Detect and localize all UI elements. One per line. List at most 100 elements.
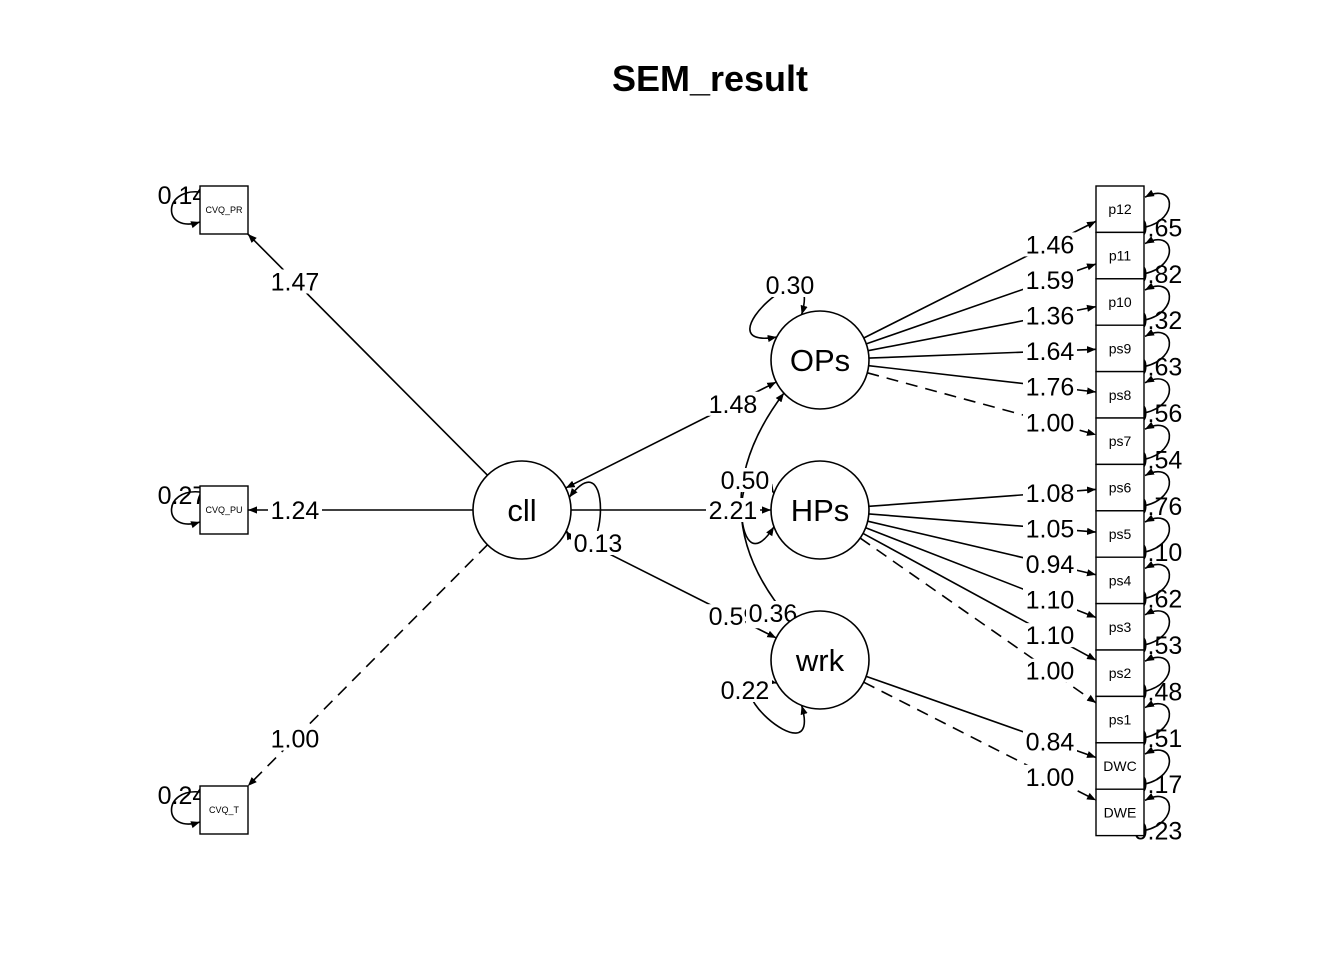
manifest-node-CVQ_PU[interactable]: [199, 485, 249, 535]
variance-OPs-label-bg: [763, 273, 817, 297]
manifest-label-ps5: ps5: [1109, 526, 1132, 542]
residual-loop-CVQ_T: [170, 791, 201, 829]
variance-wrk-label-bg: [718, 678, 772, 702]
residual-CVQ_T-label: 0.24: [158, 782, 207, 810]
edge-HPs-ps3-label-bg: [1023, 587, 1077, 612]
manifest-label-ps4: ps4: [1109, 572, 1132, 588]
manifest-label-CVQ_T: CVQ_T: [209, 805, 240, 815]
manifest-node-DWE[interactable]: [1095, 788, 1145, 837]
residual-loop-ps4: [1144, 560, 1171, 600]
manifest-node-ps8[interactable]: [1095, 370, 1145, 419]
residual-loop-ps6: [1144, 468, 1171, 507]
edge-OPs-ps8-label-bg: [1023, 374, 1077, 399]
edge-OPs-ps7-label-bg: [1023, 410, 1077, 435]
edge-OPs-ps8-label: 1.76: [1026, 374, 1075, 402]
edge-HPs-ps2-label: 1.10: [1026, 622, 1075, 650]
residual-loop-ps1: [1144, 700, 1171, 739]
edge-cll-CVQ_PU-label-bg: [268, 498, 322, 522]
edge-cll-CVQ_PU-label: 1.24: [271, 497, 320, 525]
path-wrk-DWE: [863, 681, 1097, 801]
edge-OPs-cll-label: 1.48: [709, 391, 758, 419]
edge-HPs-ps5-label-bg: [1023, 516, 1077, 541]
latent-node-OPs[interactable]: [770, 310, 870, 410]
residual-loop-ps8: [1144, 375, 1171, 414]
edge-cll-CVQ_PR-label: 1.47: [271, 268, 320, 296]
edge-OPs-p11-label-bg: [1023, 267, 1077, 292]
variance-HPs-label-bg: [718, 468, 772, 492]
residual-loop-CVQ_PU: [170, 491, 201, 529]
edge-HPs-ps3-label: 1.10: [1026, 587, 1075, 615]
path-HPs-ps1: [859, 537, 1097, 704]
residual-loop-ps3: [1144, 607, 1171, 646]
manifest-node-CVQ_T[interactable]: [199, 785, 249, 835]
edge-cll-CVQ_PR-label-bg: [268, 269, 322, 294]
latent-label-wrk: wrk: [795, 643, 845, 678]
edge-OPs-ps9-label: 1.64: [1026, 338, 1075, 366]
manifest-label-DWC: DWC: [1103, 758, 1136, 774]
manifest-label-p10: p10: [1108, 294, 1132, 310]
variance-wrk-label: 0.22: [721, 677, 770, 705]
manifest-label-ps3: ps3: [1109, 619, 1132, 635]
variance-OPs-label: 0.30: [766, 272, 815, 300]
edge-HPs-ps5-label: 1.05: [1026, 515, 1075, 543]
manifest-node-ps2[interactable]: [1095, 649, 1145, 698]
manifest-label-ps2: ps2: [1109, 665, 1132, 681]
edge-HPs-ps6-label: 1.08: [1026, 480, 1075, 508]
manifest-node-ps1[interactable]: [1095, 695, 1145, 744]
edge-cll-CVQ_T-label: 1.00: [271, 726, 320, 754]
manifest-label-ps9: ps9: [1109, 340, 1132, 356]
edge-HPs-ps4-label: 0.94: [1026, 551, 1075, 579]
edge-HPs-ps4-label-bg: [1023, 551, 1077, 576]
edge-cll-HPs-label: 2.21: [709, 497, 758, 525]
manifest-label-ps8: ps8: [1109, 387, 1132, 403]
manifest-node-ps3[interactable]: [1095, 602, 1145, 651]
edge-cll-CVQ_T-label-bg: [268, 726, 322, 751]
manifest-label-p12: p12: [1108, 201, 1132, 217]
residual-loop-p10: [1144, 282, 1171, 321]
residual-loop-ps5: [1144, 514, 1171, 553]
residual-loop-DWE: [1144, 792, 1171, 832]
residual-loop-ps2: [1144, 653, 1171, 692]
edge-OPs-ps7-label: 1.00: [1026, 409, 1075, 437]
variance-cll-label: 0.13: [574, 530, 623, 558]
edge-wrk-DWC-label-bg: [1023, 729, 1077, 754]
variance-HPs-label: 0.50: [721, 467, 770, 495]
manifest-node-p11[interactable]: [1095, 231, 1145, 280]
edge-OPs-ps9-label-bg: [1023, 339, 1077, 364]
edge-cll-HPs-label-bg: [706, 498, 760, 522]
edge-HPs-ps6-label-bg: [1023, 480, 1077, 505]
latent-node-cll[interactable]: [472, 460, 572, 560]
latent-label-OPs: OPs: [790, 343, 850, 378]
manifest-label-ps6: ps6: [1109, 480, 1132, 496]
manifest-label-p11: p11: [1109, 248, 1132, 264]
manifest-label-ps7: ps7: [1109, 433, 1132, 449]
residual-loop-ps7: [1144, 421, 1171, 460]
manifest-node-ps9[interactable]: [1095, 324, 1145, 373]
residual-loop-DWC: [1144, 746, 1171, 785]
manifest-label-DWE: DWE: [1104, 804, 1137, 820]
edge-HPs-ps1-label-bg: [1023, 658, 1077, 683]
latent-label-HPs: HPs: [791, 493, 850, 528]
latent-node-HPs[interactable]: [770, 460, 870, 560]
manifest-label-CVQ_PU: CVQ_PU: [205, 505, 242, 515]
manifest-node-p12[interactable]: [1095, 185, 1145, 234]
diagram-title: SEM_result: [611, 58, 809, 99]
residual-CVQ_PU-label: 0.27: [158, 482, 207, 510]
edge-HPs-ps1-label: 1.00: [1026, 658, 1075, 686]
manifest-node-ps5[interactable]: [1095, 510, 1145, 558]
edge-wrk-DWE-label-bg: [1023, 764, 1077, 789]
edge-OPs-p12-label: 1.46: [1026, 231, 1075, 259]
residual-CVQ_PR-label: 0.14: [158, 182, 207, 210]
residual-loop-p11: [1144, 236, 1171, 275]
manifest-label-ps1: ps1: [1109, 712, 1132, 728]
edge-OPs-p10-label: 1.36: [1026, 303, 1075, 331]
edge-wrk-DWC-label: 0.84: [1026, 728, 1075, 756]
latent-node-wrk[interactable]: [770, 610, 870, 710]
edge-HPs-ps2-label-bg: [1023, 623, 1077, 648]
manifest-node-CVQ_PR[interactable]: [199, 185, 249, 235]
manifest-label-CVQ_PR: CVQ_PR: [205, 205, 243, 215]
edge-OPs-cll-label-bg: [706, 391, 760, 416]
residual-loop-ps9: [1144, 328, 1171, 368]
residual-loop-CVQ_PR: [170, 191, 201, 229]
